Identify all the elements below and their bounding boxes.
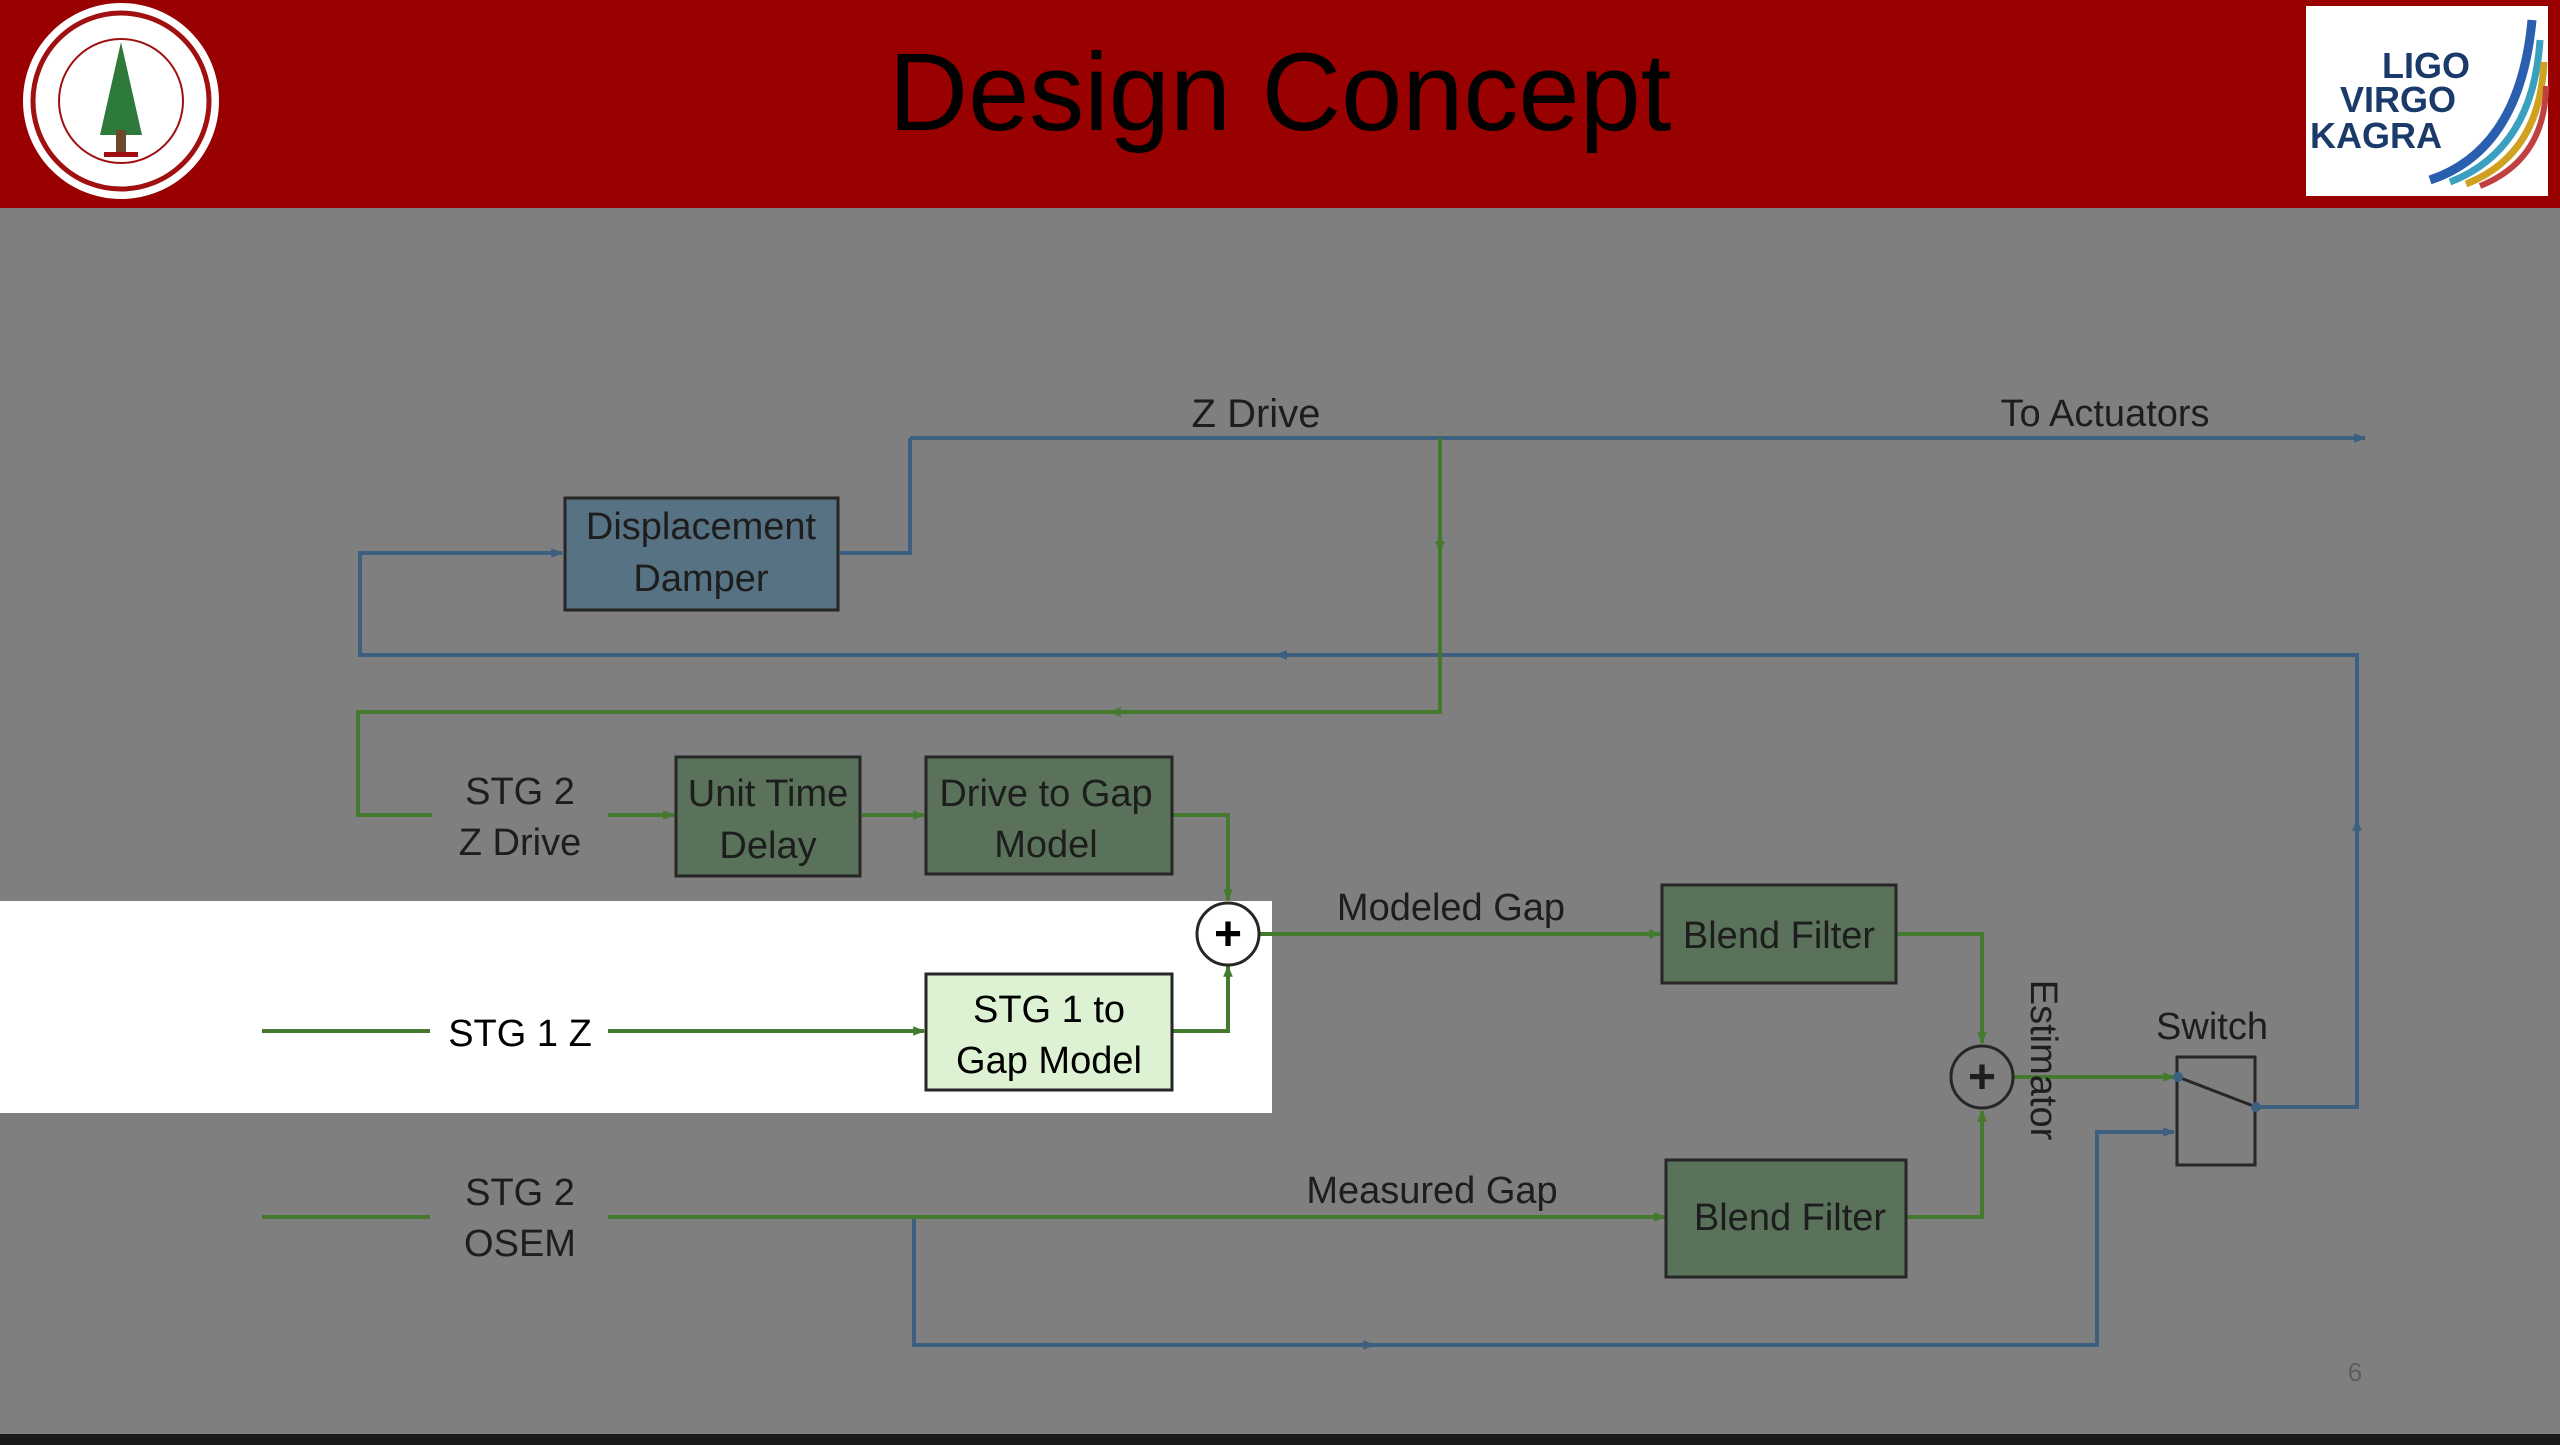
svg-text:Displacement: Displacement: [586, 506, 817, 548]
svg-text:Delay: Delay: [719, 825, 816, 867]
wire-osem-bypass: [912, 1127, 2176, 1347]
logo-ligo-text: LIGO: [2382, 45, 2470, 86]
diagram-labels: Z Drive To Actuators STG 2 Z Drive STG 1…: [448, 392, 2268, 1265]
wire-model-to-sum1: [1173, 813, 1233, 902]
block-stg1-to-gap-model: STG 1 to Gap Model: [924, 972, 1174, 1092]
label-stg1-z: STG 1 Z: [448, 1013, 592, 1055]
block-blend-filter-modeled: Blend Filter: [1660, 883, 1898, 985]
label-estimator: Estimator: [2022, 980, 2064, 1141]
block-unit-time-delay: Unit Time Delay: [674, 755, 862, 878]
label-modeled-gap: Modeled Gap: [1337, 887, 1565, 929]
svg-text:+: +: [1968, 1051, 1996, 1104]
slide-background: [0, 208, 2560, 1434]
wire-stg1model-to-sum1: [1173, 964, 1233, 1033]
label-stg2-osem-2: OSEM: [464, 1223, 576, 1265]
page-number: 6: [2348, 1357, 2362, 1387]
ligo-virgo-kagra-logo: LIGO VIRGO KAGRA: [2306, 6, 2549, 196]
svg-text:Blend Filter: Blend Filter: [1683, 915, 1876, 957]
svg-text:Drive to Gap: Drive to Gap: [939, 773, 1152, 815]
summing-junction-estimator: +: [1949, 1044, 2015, 1110]
svg-text:STG 1 to: STG 1 to: [973, 989, 1125, 1031]
block-drive-to-gap-model: Drive to Gap Model: [924, 755, 1174, 876]
block-displacement-damper: Displacement Damper: [563, 496, 840, 612]
slide-title: Design Concept: [889, 31, 1672, 154]
svg-text:Unit Time: Unit Time: [688, 773, 848, 815]
svg-text:Model: Model: [994, 824, 1098, 866]
switch-block: [2173, 1055, 2261, 1167]
blue-wires: [358, 433, 2367, 1350]
green-wires: [262, 438, 2176, 1222]
svg-text:Gap Model: Gap Model: [956, 1040, 1142, 1082]
logo-virgo-text: VIRGO: [2340, 79, 2456, 120]
header-bar: [0, 0, 2560, 208]
label-measured-gap: Measured Gap: [1306, 1170, 1557, 1212]
svg-text:+: +: [1214, 908, 1242, 961]
block-blend-filter-measured: Blend Filter: [1664, 1158, 1908, 1279]
wire-blend2-to-sum2: [1906, 1109, 1987, 1219]
wire-damper-out: [840, 438, 912, 555]
label-to-actuators: To Actuators: [2000, 393, 2209, 435]
wire-blend1-to-sum2: [1896, 932, 1987, 1045]
svg-text:Damper: Damper: [633, 558, 768, 600]
wire-zdrive-tap: [356, 438, 1442, 817]
logo-kagra-text: KAGRA: [2310, 115, 2442, 156]
label-z-drive: Z Drive: [1192, 392, 1321, 436]
stanford-seal-logo: [23, 3, 219, 199]
svg-text:Blend Filter: Blend Filter: [1694, 1197, 1887, 1239]
label-stg2-osem-1: STG 2: [465, 1172, 575, 1214]
label-switch: Switch: [2156, 1006, 2268, 1048]
wire-switch-feedback: [358, 548, 2359, 1109]
label-stg2-zdrive-2: Z Drive: [459, 822, 581, 864]
label-stg2-zdrive-1: STG 2: [465, 771, 575, 813]
summing-junction-modeled: +: [1195, 901, 1261, 967]
